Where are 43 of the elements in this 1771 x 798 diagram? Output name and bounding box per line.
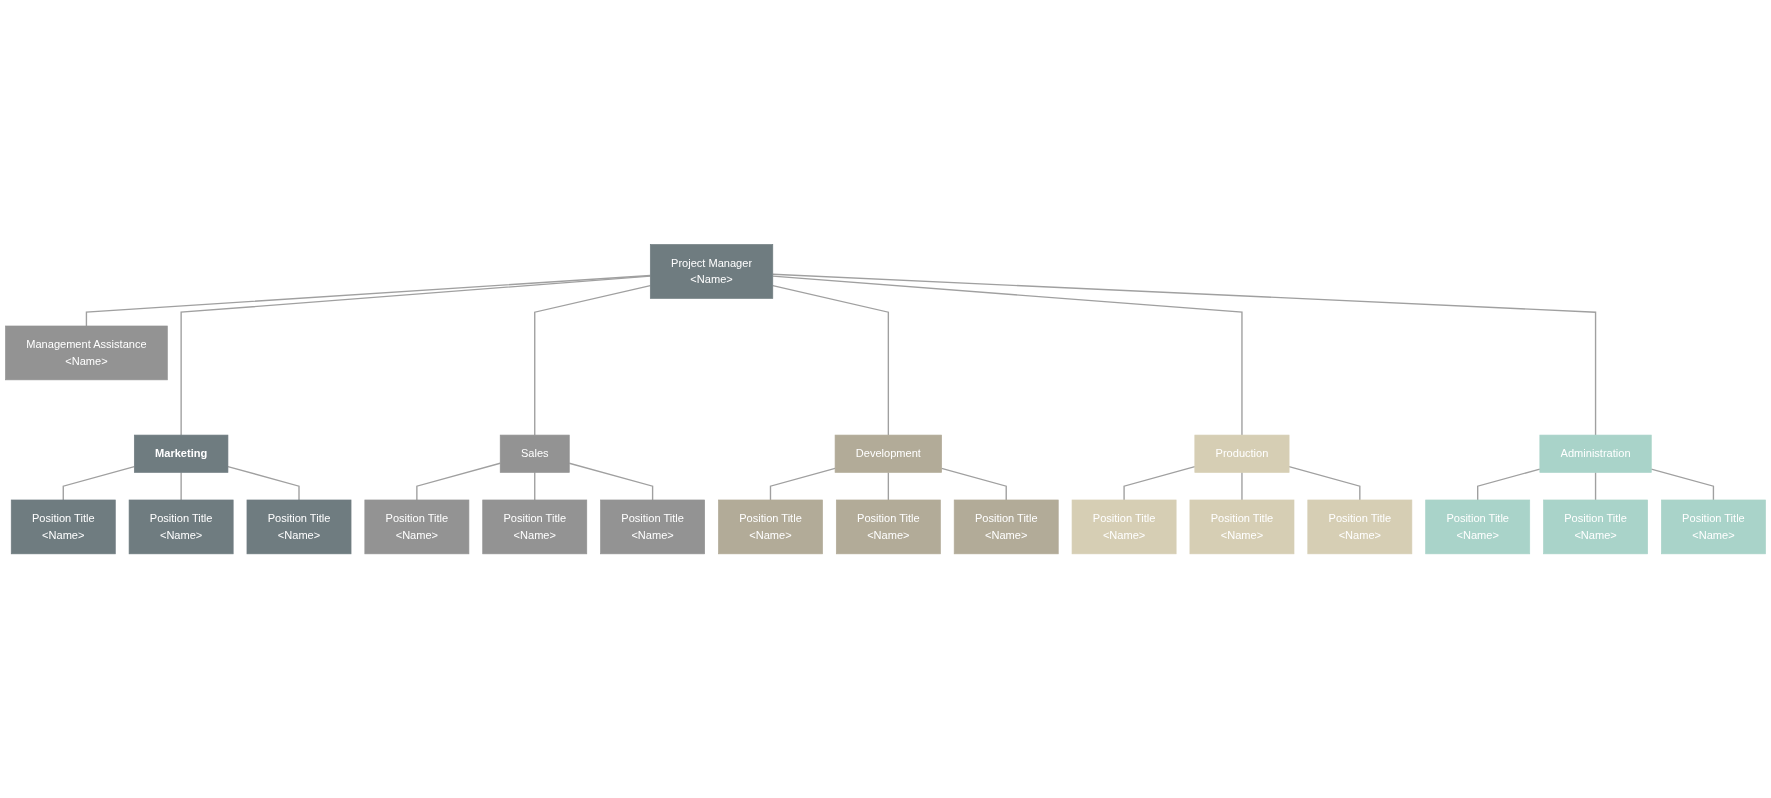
connector [1288, 465, 1361, 501]
node-box: Position Title <Name> [364, 499, 470, 554]
connector [85, 274, 651, 327]
node-box: Position Title <Name> [1425, 499, 1531, 554]
node-box: Sales [499, 434, 570, 473]
node-box: Position Title <Name> [10, 499, 116, 554]
node-box: Management Assistance <Name> [5, 325, 168, 380]
connector [180, 471, 182, 501]
connector [772, 284, 890, 436]
node-box: Position Title <Name> [246, 499, 352, 554]
node-box: Position Title <Name> [1071, 499, 1177, 554]
node-box: Project Manager <Name> [649, 244, 774, 299]
node-box: Position Title <Name> [1189, 499, 1295, 554]
node-box: Position Title <Name> [600, 499, 705, 554]
connector [1123, 465, 1196, 501]
connector [180, 275, 651, 436]
connector [940, 467, 1007, 501]
connector [534, 284, 651, 436]
connector [772, 273, 1597, 436]
connector [568, 462, 654, 501]
node-box: Production [1194, 434, 1290, 473]
node-box: Position Title <Name> [718, 499, 823, 554]
node-box: Marketing [134, 434, 229, 473]
node-box: Administration [1539, 434, 1652, 473]
connector [62, 465, 135, 501]
connector [769, 467, 836, 501]
node-box: Position Title <Name> [835, 499, 941, 554]
connector [772, 275, 1243, 436]
node-box: Development [834, 434, 942, 473]
node-box: Position Title <Name> [1307, 499, 1413, 554]
node-box: Position Title <Name> [953, 499, 1059, 554]
connector [534, 471, 536, 501]
connector [416, 462, 501, 501]
node-box: Position Title <Name> [128, 499, 234, 554]
connector [1477, 468, 1541, 501]
connector [1594, 471, 1597, 501]
node-box: Position Title <Name> [482, 499, 588, 554]
connector [227, 465, 300, 501]
connector [1650, 468, 1715, 501]
node-box: Position Title <Name> [1661, 499, 1766, 554]
connector [1241, 471, 1243, 501]
node-box: Position Title <Name> [1543, 499, 1648, 554]
connector [887, 471, 890, 501]
